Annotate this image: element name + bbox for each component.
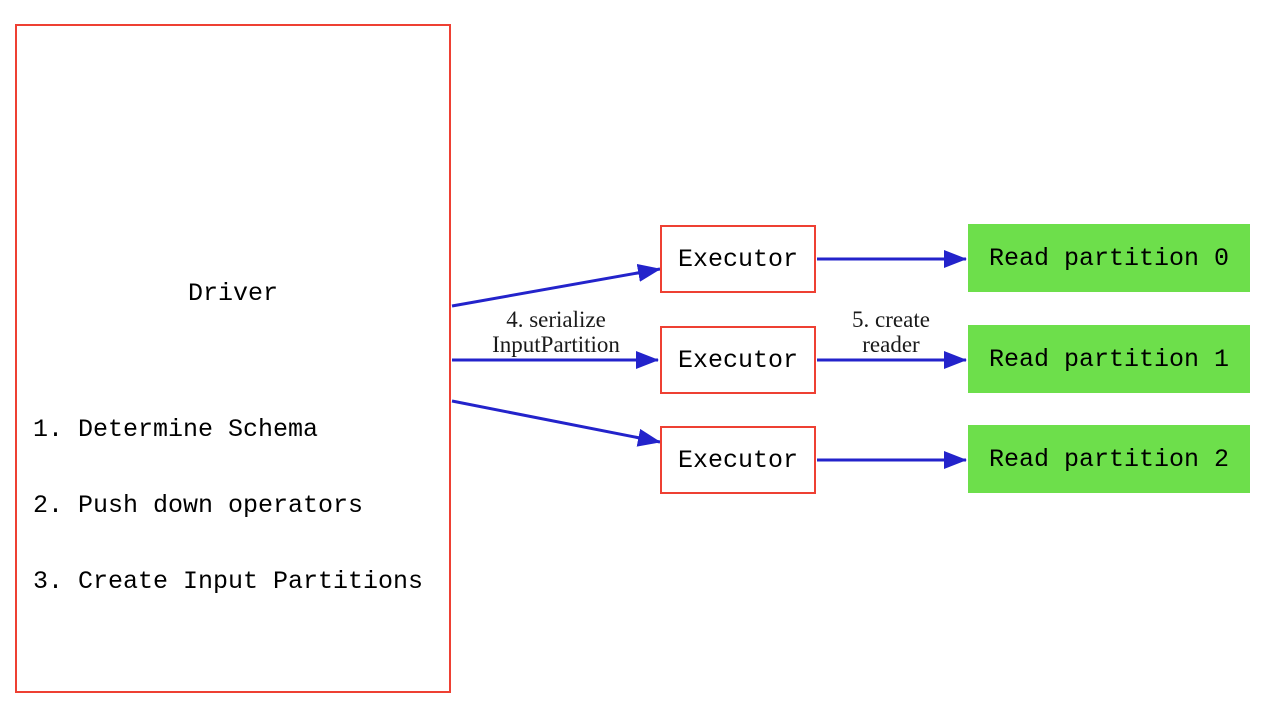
serialize-label-line1: 4. serialize xyxy=(506,307,606,332)
create-reader-label-line1: 5. create xyxy=(852,307,930,332)
read-partition-2-node: Read partition 2 xyxy=(968,425,1250,493)
driver-title: Driver xyxy=(187,279,278,308)
driver-step-1: 1. Determine Schema xyxy=(33,415,319,445)
read-partition-0-node: Read partition 0 xyxy=(968,224,1250,292)
driver-node: Driver 1. Determine Schema 2. Push down … xyxy=(15,24,451,693)
executor-node-2: Executor xyxy=(660,426,816,494)
executor-1-label: Executor xyxy=(677,345,799,375)
arrow-driver-to-executor-2 xyxy=(451,399,661,447)
driver-steps-list: 1. Determine Schema 2. Push down operato… xyxy=(33,367,423,644)
executor-0-label: Executor xyxy=(677,244,799,274)
driver-step-3: 3. Create Input Partitions xyxy=(33,566,424,596)
driver-step-2: 2. Push down operators xyxy=(33,491,364,521)
serialize-label-line2: InputPartition xyxy=(492,332,620,357)
executor-node-0: Executor xyxy=(660,225,816,293)
read-partition-1-label: Read partition 1 xyxy=(988,344,1230,374)
read-partition-1-node: Read partition 1 xyxy=(968,325,1250,393)
executor-node-1: Executor xyxy=(660,326,816,394)
read-partition-2-label: Read partition 2 xyxy=(988,444,1230,474)
create-reader-label: 5. create reader xyxy=(741,307,1041,357)
read-partition-0-label: Read partition 0 xyxy=(988,243,1230,273)
create-reader-label-line2: reader xyxy=(862,332,920,357)
serialize-inputpartition-label: 4. serialize InputPartition xyxy=(406,307,706,357)
arrow-driver-to-executor-0 xyxy=(451,263,661,308)
executor-2-label: Executor xyxy=(677,445,799,475)
